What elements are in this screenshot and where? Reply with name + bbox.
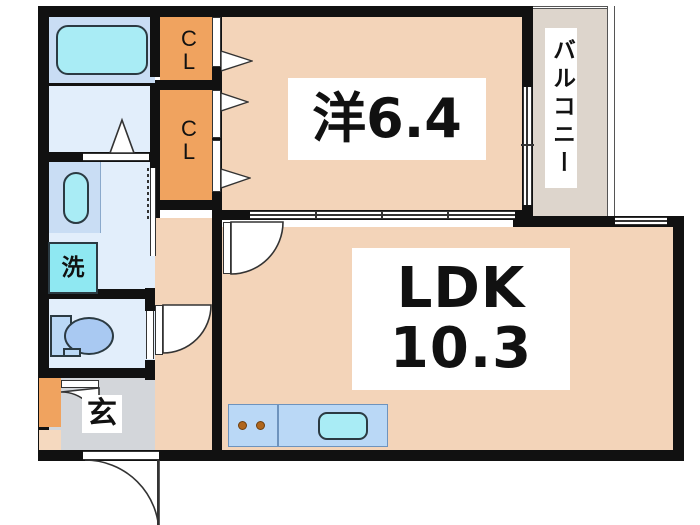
interior-wall-closet-bottom: [155, 200, 222, 210]
closet-lower-label-l: L: [182, 139, 196, 164]
bedroom-door-swing-icon: [230, 221, 284, 275]
room-label-ldk: LDK 10.3: [352, 248, 570, 390]
exterior-wall-top: [38, 6, 533, 17]
room-label-ldk-line2: 10.3: [389, 316, 533, 381]
washroom-door-panel[interactable]: [155, 305, 163, 355]
shoe-closet: [39, 377, 61, 427]
exterior-wall-left: [38, 6, 49, 461]
room-closet-upper-floor: [160, 17, 217, 82]
kitchen-counter-divider: [277, 404, 279, 447]
washing-machine-label: 洗: [61, 254, 85, 281]
room-label-closet-upper: C L: [168, 22, 210, 78]
interior-wall-toilet-entrance: [39, 368, 155, 378]
closet-upper-door-arrow-icon: [220, 50, 255, 72]
exterior-wall-bottom: [38, 450, 684, 461]
vanity-basin: [63, 172, 89, 224]
interior-wall-hall-ldk: [212, 220, 222, 450]
room-label-western: 洋6.4: [288, 78, 486, 160]
bath-door-dotted[interactable]: [147, 168, 149, 220]
front-door-swing-icon: [84, 459, 160, 525]
entrance-inner-door-panel[interactable]: [61, 380, 99, 388]
closet-lower-door-arrow-top-icon: [220, 92, 251, 112]
balcony-window-mullion: [521, 144, 534, 146]
balcony-window-track: [526, 87, 528, 205]
kitchen-sink: [318, 412, 368, 440]
interior-wall-wet-right-2: [150, 86, 160, 156]
stove-burner-left: [238, 421, 247, 430]
closet-upper-label-l: L: [182, 49, 196, 74]
interior-wall-toilet-right: [145, 299, 155, 311]
ldk-window-track: [615, 220, 667, 222]
closet-upper-label-c: C: [181, 25, 197, 51]
closet-lower-door-panel-bottom[interactable]: [212, 140, 221, 192]
closet-lower-door-arrow-bottom-icon: [220, 168, 253, 189]
room-bath-lower-floor: [49, 85, 155, 153]
exterior-wall-right: [673, 216, 684, 461]
front-door[interactable]: [83, 451, 159, 460]
front-door-leaf: [157, 460, 159, 525]
interior-wall-closet-divider: [155, 80, 217, 90]
balcony-sliding-window[interactable]: [523, 87, 532, 205]
balcony-railing-top: [533, 6, 615, 9]
bath-entry-door[interactable]: [83, 153, 149, 161]
toilet-door[interactable]: [146, 311, 154, 359]
washroom-door-swing-icon: [162, 304, 212, 354]
room-label-closet-lower: C L: [168, 110, 210, 170]
interior-wall-ldk-jog: [513, 216, 533, 227]
room-label-entrance: 玄: [82, 395, 122, 433]
shoe-closet-step: [39, 430, 61, 450]
stove-burner-right: [256, 421, 265, 430]
room-closet-lower-floor: [160, 90, 217, 202]
bath-entry-fold-icon: [108, 117, 136, 154]
room-label-balcony: バルコニー: [545, 28, 577, 188]
sliding-door-track: [250, 214, 515, 216]
room-label-ldk-line1: LDK: [396, 256, 526, 321]
interior-wall-wet-right: [150, 17, 160, 77]
closet-upper-door-panel[interactable]: [212, 17, 221, 67]
interior-wall-bath-inner: [49, 83, 155, 86]
balcony-railing-right: [607, 6, 615, 226]
exterior-wall-ldk-top: [522, 216, 684, 227]
toilet-lever: [63, 348, 81, 357]
closet-lower-door-panel-top[interactable]: [212, 90, 221, 138]
washing-machine: 洗: [48, 242, 98, 294]
toilet-bowl: [64, 317, 114, 355]
closet-lower-label-c: C: [181, 115, 197, 141]
interior-wall-washroom-toilet: [39, 289, 155, 299]
bath-sliding-door[interactable]: [150, 168, 156, 256]
bathtub: [56, 25, 148, 75]
bedroom-door-panel[interactable]: [223, 222, 231, 274]
